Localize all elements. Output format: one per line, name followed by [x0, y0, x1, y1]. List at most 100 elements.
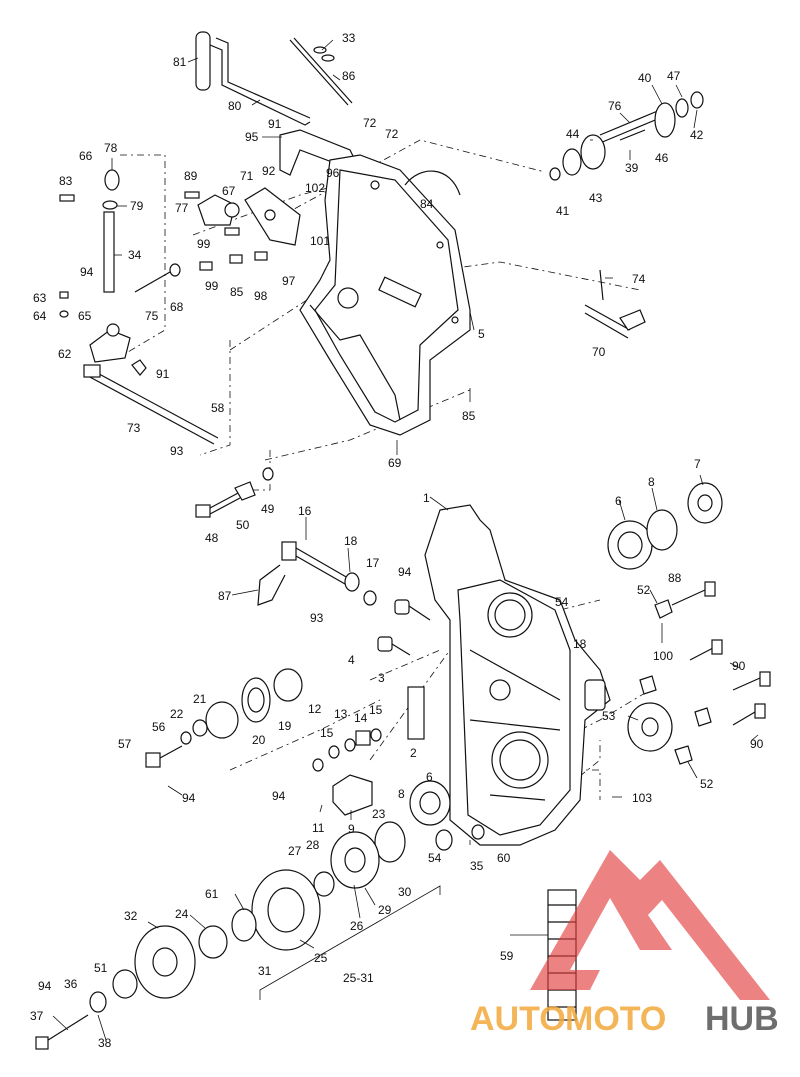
leader-lines [52, 39, 759, 1041]
callout-6b: 6 [426, 770, 433, 784]
callout-22: 22 [170, 707, 184, 721]
callout-31: 31 [258, 964, 272, 978]
callout-20: 20 [252, 733, 266, 747]
callout-73: 73 [127, 421, 141, 435]
callout-16: 16 [298, 504, 312, 518]
callout-91a: 91 [268, 117, 282, 131]
bolts-3-4 [377, 599, 431, 656]
callout-11: 11 [312, 821, 325, 835]
callout-94d: 94 [272, 789, 286, 803]
callout-83: 83 [59, 174, 73, 188]
callout-103: 103 [632, 791, 652, 805]
callout-18a: 18 [344, 534, 358, 548]
callout-93a: 93 [170, 444, 184, 458]
callout-66: 66 [79, 149, 93, 163]
callout-61: 61 [205, 887, 219, 901]
callout-90b: 90 [750, 737, 764, 751]
callout-79: 79 [130, 199, 144, 213]
bearing-set-right [607, 482, 723, 570]
callout-97: 97 [282, 274, 296, 288]
callout-64: 64 [33, 309, 47, 323]
callout-8b: 8 [398, 787, 405, 801]
chaincase-housing [424, 504, 611, 846]
callout-1: 1 [423, 491, 430, 505]
callout-87: 87 [218, 589, 232, 603]
callout-72a: 72 [363, 116, 377, 130]
watermark-text-moto: MOTO [565, 1000, 666, 1038]
linkage-rod-34 [102, 169, 120, 293]
callout-21: 21 [193, 692, 207, 706]
cam-plate-97 [244, 187, 301, 246]
callout-15a: 15 [369, 703, 383, 717]
callout-53: 53 [602, 709, 616, 723]
callout-67: 67 [222, 184, 236, 198]
callout-75: 75 [145, 309, 159, 323]
callout-8a: 8 [648, 475, 655, 489]
callout-18b: 18 [573, 637, 587, 651]
callout-102: 102 [305, 181, 325, 195]
callout-86: 86 [342, 69, 356, 83]
callout-92: 92 [262, 164, 276, 178]
callout-24: 24 [175, 907, 189, 921]
callout-84: 84 [420, 197, 434, 211]
callout-9: 9 [348, 822, 355, 836]
right-fasteners [627, 581, 771, 765]
shift-lever [195, 31, 311, 126]
upper-gear-set [549, 91, 704, 181]
bolt-48 [195, 467, 274, 518]
lever-67 [197, 194, 240, 226]
shift-shaft-70 [584, 269, 646, 339]
chaincase-cover [299, 154, 471, 436]
callout-52a: 52 [637, 583, 651, 597]
callout-72b: 72 [385, 127, 399, 141]
callout-32: 32 [124, 909, 138, 923]
axle-16 [257, 541, 377, 606]
callout-65: 65 [78, 309, 92, 323]
callout-51: 51 [94, 961, 108, 975]
callout-94c: 94 [182, 791, 196, 805]
callout-49: 49 [261, 502, 275, 516]
retaining-wire-84 [404, 170, 461, 196]
callout-99a: 99 [197, 237, 211, 251]
rod-73 [83, 364, 219, 445]
callout-34: 34 [128, 248, 142, 262]
callout-35: 35 [470, 859, 484, 873]
callout-80: 80 [228, 99, 242, 113]
callout-26: 26 [350, 919, 364, 933]
callout-29: 29 [378, 903, 392, 917]
callout-27: 27 [288, 844, 302, 858]
callout-100: 100 [653, 649, 673, 663]
callout-95: 95 [245, 130, 259, 144]
callout-78: 78 [104, 141, 118, 155]
tensioner-assembly [312, 686, 425, 816]
callout-19: 19 [278, 719, 292, 733]
callout-6a: 6 [615, 494, 622, 508]
callout-2: 2 [410, 746, 417, 760]
upper-sprocket-stack [145, 668, 303, 768]
callout-54b: 54 [428, 851, 442, 865]
callout-71: 71 [240, 169, 254, 183]
callout-88: 88 [668, 571, 682, 585]
callout-56: 56 [152, 720, 166, 734]
callout-59: 59 [500, 949, 514, 963]
callout-60: 60 [497, 851, 511, 865]
mount-plate-62 [89, 323, 131, 363]
callout-37: 37 [30, 1009, 44, 1023]
callout-13: 13 [334, 707, 348, 721]
callout-5: 5 [478, 327, 485, 341]
callout-36: 36 [64, 977, 78, 991]
callout-63: 63 [33, 291, 47, 305]
watermark-text-hub: HUB [705, 1000, 779, 1038]
automotohub-watermark: AUTO MOTO HUB [470, 850, 779, 1038]
callout-90a: 90 [732, 659, 746, 673]
callout-30: 30 [398, 885, 412, 899]
callout-47: 47 [667, 69, 681, 83]
bracket-25-31 [259, 885, 441, 1000]
callout-7: 7 [694, 457, 701, 471]
callout-101: 101 [310, 234, 330, 248]
callout-81: 81 [173, 55, 187, 69]
callout-58: 58 [211, 401, 225, 415]
callout-46: 46 [655, 151, 669, 165]
